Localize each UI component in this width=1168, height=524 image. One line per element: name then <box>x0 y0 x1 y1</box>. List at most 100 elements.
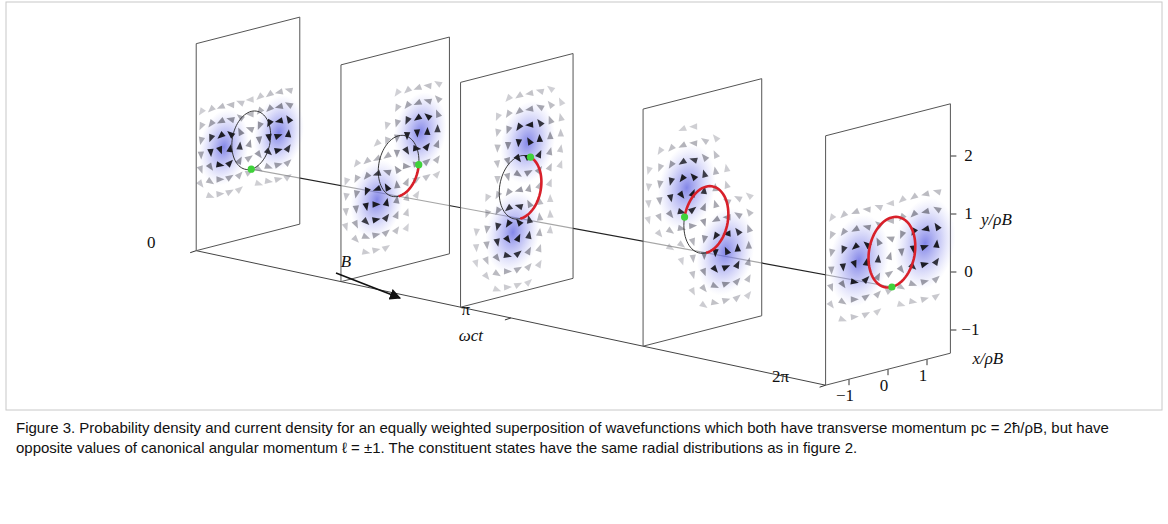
current-arrow <box>285 88 294 94</box>
current-arrow <box>235 171 243 179</box>
current-arrow <box>734 196 743 202</box>
current-arrow <box>495 222 501 231</box>
current-arrow <box>402 146 409 154</box>
current-arrow <box>535 150 541 159</box>
current-arrow <box>547 225 553 233</box>
current-arrow <box>225 175 233 182</box>
current-arrow <box>712 215 721 222</box>
current-arrow <box>548 101 555 109</box>
current-arrow <box>525 121 533 127</box>
current-arrow <box>217 103 226 109</box>
current-arrow <box>424 127 430 135</box>
current-arrow <box>506 188 513 196</box>
current-arrow <box>405 101 413 109</box>
current-arrow <box>933 189 942 195</box>
current-arrow <box>535 244 541 253</box>
current-arrow <box>646 183 652 191</box>
current-arrow <box>536 105 545 112</box>
current-arrow <box>504 173 510 182</box>
current-arrow <box>678 125 687 131</box>
current-arrow <box>920 297 929 303</box>
current-arrow <box>656 197 662 205</box>
current-arrow <box>524 247 531 256</box>
y-tick-label: 2 <box>964 146 973 166</box>
current-arrow <box>910 192 918 199</box>
particle-dot <box>888 283 895 290</box>
current-arrow <box>524 279 532 287</box>
current-arrow <box>365 187 371 196</box>
current-arrow <box>666 243 674 250</box>
current-arrow <box>558 128 564 136</box>
current-arrow <box>206 192 215 198</box>
current-arrow <box>505 94 513 102</box>
particle-dot <box>248 166 255 173</box>
current-arrow <box>933 240 939 248</box>
current-arrow <box>383 152 391 159</box>
current-arrow <box>392 211 398 220</box>
current-arrow <box>559 98 565 107</box>
current-arrow <box>482 272 489 280</box>
current-arrow <box>372 232 381 238</box>
current-arrow <box>666 227 674 234</box>
current-arrow <box>254 150 261 158</box>
current-arrow <box>226 117 235 123</box>
current-arrow <box>216 176 224 182</box>
current-arrow <box>235 157 242 166</box>
current-arrow <box>725 180 731 189</box>
current-arrow <box>342 223 348 232</box>
current-arrow <box>505 204 513 212</box>
current-arrow <box>433 171 441 179</box>
current-arrow <box>504 284 512 290</box>
current-arrow <box>199 107 206 115</box>
current-arrow <box>886 237 895 243</box>
current-arrow <box>713 167 719 175</box>
current-arrow <box>258 121 264 130</box>
current-arrow <box>722 265 731 271</box>
current-arrow <box>433 140 439 149</box>
current-arrow <box>394 180 400 188</box>
current-arrow <box>344 177 350 186</box>
swept-arc <box>399 165 419 197</box>
current-arrow <box>525 231 531 239</box>
current-arrow <box>361 233 370 239</box>
current-arrow <box>722 298 731 304</box>
current-arrow <box>514 283 523 289</box>
current-arrow <box>496 112 502 121</box>
current-arrow <box>505 142 511 150</box>
current-arrow <box>353 205 359 213</box>
current-arrow <box>702 154 710 162</box>
current-arrow <box>897 265 904 273</box>
current-arrow <box>382 214 389 222</box>
current-arrow <box>850 278 858 284</box>
density-lobe <box>485 184 540 280</box>
current-arrow <box>422 174 430 181</box>
orbit-circle <box>232 111 271 170</box>
current-arrow <box>208 119 215 127</box>
current-arrow <box>933 207 942 214</box>
current-arrow <box>503 252 512 258</box>
current-arrow <box>362 202 368 210</box>
particle-dot <box>681 213 688 220</box>
current-arrow <box>690 173 698 181</box>
x-axis-title: x/ρB <box>972 349 1003 369</box>
current-arrow <box>493 285 502 291</box>
current-arrow <box>911 210 919 218</box>
figure-frame <box>6 2 1162 410</box>
axis-tick <box>888 369 889 375</box>
current-arrow <box>747 224 753 233</box>
current-arrow <box>688 287 694 296</box>
current-arrow <box>256 136 262 144</box>
current-arrow <box>658 163 664 172</box>
current-arrow <box>284 144 291 152</box>
current-arrow <box>667 194 673 202</box>
figure-caption: Figure 3. Probability density and curren… <box>16 418 1152 459</box>
density-lobe <box>500 95 555 191</box>
current-arrow <box>216 191 224 197</box>
current-arrow <box>494 160 500 168</box>
current-arrow <box>286 115 293 123</box>
current-arrow <box>435 95 443 103</box>
density-lobe <box>254 89 304 177</box>
current-arrow <box>733 278 741 286</box>
current-arrow <box>547 131 553 139</box>
density-lobe <box>198 103 248 191</box>
